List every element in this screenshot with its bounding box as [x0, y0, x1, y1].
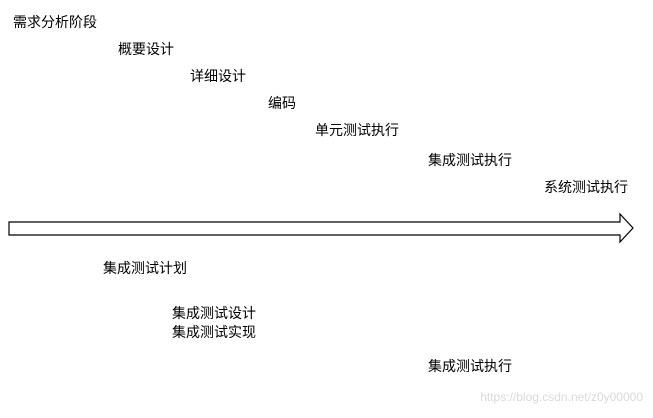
- watermark-text: https://blog.csdn.net/z0y00000: [480, 390, 643, 404]
- phase-requirements-analysis: 需求分析阶段: [13, 15, 97, 31]
- phase-coding: 编码: [268, 96, 296, 112]
- activity-integration-test-implementation: 集成测试实现: [172, 325, 256, 341]
- activity-integration-test-design: 集成测试设计: [172, 306, 256, 322]
- activity-integration-test-execution: 集成测试执行: [428, 359, 512, 375]
- phase-detailed-design: 详细设计: [190, 69, 246, 85]
- phase-unit-test-execution: 单元测试执行: [315, 123, 399, 139]
- phase-high-level-design: 概要设计: [118, 42, 174, 58]
- timeline-arrow-shape: [8, 212, 634, 244]
- activity-integration-test-plan: 集成测试计划: [103, 261, 187, 277]
- phase-integration-test-execution: 集成测试执行: [428, 153, 512, 169]
- phase-system-test-execution: 系统测试执行: [544, 180, 628, 196]
